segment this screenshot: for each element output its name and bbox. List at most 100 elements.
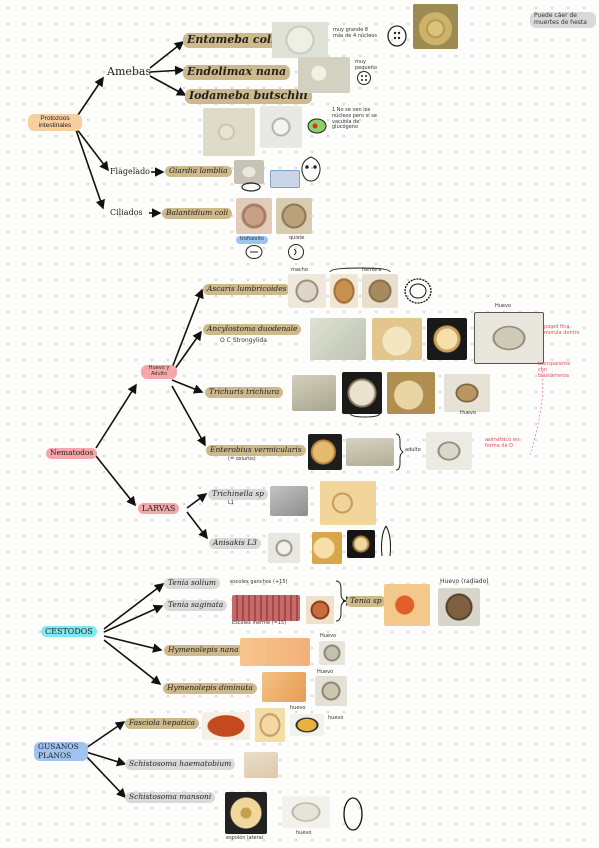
trichuris-photo-3 [387,372,435,414]
ascaris-macho-label: macho [291,267,308,273]
entameba-cyst-photo [413,4,458,49]
ancylostoma-buccal-photo [372,318,422,360]
endolimax-nana-label: Endolimax nana [183,65,291,80]
ascaris-hembra-label: hembra [362,267,382,273]
fasciola-egg-photo-2 [290,714,324,736]
gusanos-planos-root: GUSANOS PLANOS [34,742,88,762]
trichuris-huevo-label: Huevo [460,410,477,416]
enterobius-adulto-label: adulto [405,447,421,453]
huevo-adulto-label: Huevo y Adulto [141,365,177,379]
ascaris-egg-photo-1 [330,274,358,308]
trichinella-sub: L1 [228,500,234,506]
enterobius-photo-2 [346,438,394,466]
ancylostoma-tail-photo [427,318,467,360]
giardia-label: Giardia lamblia [165,166,232,177]
trichuris-label: Trichuris trichiura [205,387,284,398]
tenia-sp-photo [384,584,430,626]
mansoni-sketch [343,797,363,831]
mansoni-egg-photo [282,796,330,828]
balantidium-label: Balantidium coli [162,208,233,219]
giardia-stain [270,170,300,188]
ancylostoma-huevo-label: Huevo [495,303,512,309]
trichuris-egg-photo [444,374,490,412]
fasciola-egg-photo [255,708,285,742]
balantidium-sketch-2 [288,244,304,260]
red-note-2: transparente con blastómeros [538,361,571,379]
entameba-micrograph [272,22,328,58]
iodameba-micrograph-2 [260,106,302,148]
protozoos-root: Protozoos intestinales [28,114,82,131]
fasciola-adult-photo [202,712,250,740]
hymenolepis-diminuta-label: Hymenolepis diminuta [163,683,257,694]
tenia-sp-label: Tenia sp [346,596,386,607]
tenia-huevo-label: Huevo (radiado) [440,578,489,585]
flagelado-label: Flagelado [110,167,150,176]
nematodos-root: Nematodos [46,448,98,459]
balantidium-sketch-1 [245,245,263,259]
red-note-1: pared fina, morula dentro [544,324,580,336]
corner-note: Puede cáer de muertes de hesta [530,12,596,28]
fasciola-note: huevo [328,715,344,721]
ascaris-label: Ascaris lumbricoides [203,284,291,295]
enterobius-photo-1 [308,434,342,470]
trichuris-photo-2 [342,372,382,414]
red-note-3: asimétrico en forma de D [485,437,520,449]
hymenolepis-nana-photo [240,638,310,666]
larvas-label: LARVAS [138,503,180,515]
mansoni-photo-1 [225,792,267,834]
giardia-sketch-icon [301,156,321,182]
mansoni-note: espolón lateral [226,835,264,841]
strongylida-label: O C Strongylida [220,337,267,344]
anisakis-label: Anisakis L3 [209,538,261,549]
giardia-cyst-icon [241,182,261,192]
trichinella-label: Trichinella sp [208,489,268,500]
endolimax-micrograph [298,57,350,93]
entameba-coli-label: Entameba coli [183,33,280,48]
quiste-label: quiste [289,235,305,241]
endolimax-sketch-icon [357,71,371,85]
ancylostoma-label: Ancylostoma duodenale [203,324,302,335]
amebas-label: Amebas [107,65,152,78]
ascaris-adult-photo [288,274,326,308]
hymenolepis-diminuta-egg-photo [315,676,347,706]
ancylostoma-adult-photo [310,318,366,360]
tenia-solium-note: escolex ganchos (+15) [230,579,288,585]
schistosoma-mansoni-label: Schistosoma mansoni [125,792,216,803]
hymenolepis-nana-huevo-label: Huevo [320,633,337,639]
anisakis-photo-2 [312,532,342,564]
mansoni-huevo-label: huevo [296,830,312,836]
tenia-egg-photo [438,588,480,626]
ciliados-label: Ciliados [110,208,143,217]
giardia-micrograph [234,160,264,184]
hymenolepis-diminuta-huevo-label: Huevo [317,669,334,675]
iodameba-sketch-icon [307,118,327,134]
enterobius-label: Enterobius vermicularis [206,445,306,456]
entameba-note: muy grande 8 más de 4 núcleos [333,27,377,39]
iodameba-label: Iodameba butschlii [185,89,312,104]
ascaris-egg-sketch [404,278,432,304]
trichuris-adult-photo [292,375,336,411]
hymenolepis-diminuta-photo [262,672,306,702]
tenia-saginata-label: Tenia saginata [164,600,228,611]
iodameba-note: 1 No se ven los núcleos pero sí se vacuo… [332,107,377,131]
anisakis-photo-1 [268,533,300,563]
hymenolepis-nana-egg-photo [319,641,345,665]
tenia-saginata-photo [232,595,300,621]
haematobium-egg-photo [244,752,278,778]
enterobius-note: (= oxiuros) [228,456,256,462]
ancylostoma-egg-photo [474,312,544,364]
trichinella-cyst-photo [320,481,376,525]
schistosoma-haematobium-label: Schistosoma haematobium [125,759,236,770]
trofozoito-label: trofozoíto [236,236,268,244]
balantidium-quiste-photo [276,198,312,234]
tenia-saginata-note: Escolex inerme (=15) [232,620,287,626]
iodameba-micrograph-1 [203,108,255,156]
endolimax-note: muy pequeño [355,59,377,71]
anisakis-photo-3 [347,530,375,558]
entameba-sketch-icon [387,25,407,47]
tenia-solium-label: Tenia solium [164,578,221,589]
anisakis-sketch [381,525,391,557]
fasciola-label: Fasciola hepatica [125,718,200,729]
tenia-scolex-photo [306,596,334,624]
